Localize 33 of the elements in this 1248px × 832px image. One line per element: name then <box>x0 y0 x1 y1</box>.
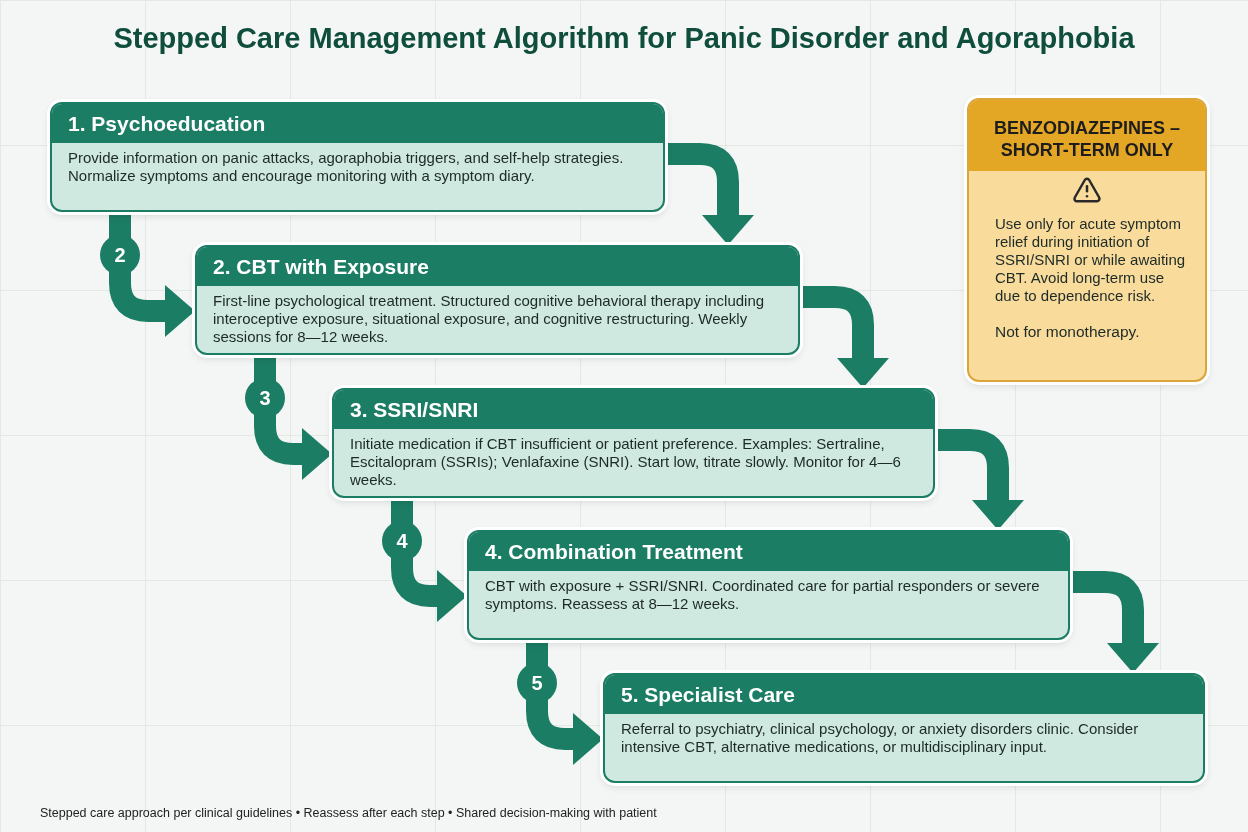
step-box <box>332 388 935 498</box>
step-number-badge: 4 <box>382 521 422 561</box>
diagram-title: Stepped Care Management Algorithm for Panic Disorder and Agoraphobia <box>112 22 1136 55</box>
step-number-badge: 5 <box>517 663 557 703</box>
step-number-badge: 2 <box>100 235 140 275</box>
step-arrow <box>935 429 1024 530</box>
step-arrow <box>1070 571 1159 673</box>
step-arrow <box>665 143 754 245</box>
step-arrow <box>254 355 332 480</box>
step-heading: 4. Combination Treatment <box>469 532 1068 572</box>
step-description: Use only for acute symptom relief during initiation of SSRI/SNRI or while awaiting CBT. Avoid long-term use due to dependence risk. <box>994 215 1187 306</box>
step-arrow <box>526 640 603 765</box>
footer-note: Stepped care approach per clinical guidelines • Reassess after each step • Shared decision-making with patient <box>40 806 657 820</box>
step-description: First-line psychological treatment. Structured cognitive behavioral therapy including interoceptive exposure, situational exposure, and cognitive restructuring. Weekly sessions for 8—12 weeks. <box>212 291 766 347</box>
step-heading: 2. CBT with Exposure <box>197 247 798 287</box>
step-description: Initiate medication if CBT insufficient or patient preference. Examples: Sertraline, Escitalopram (SSRIs); Venlafaxine (SNRI). Start low, titrate slowly. Monitor for 4—6 weeks. <box>349 434 902 490</box>
step-heading: 1. Psychoeducation <box>52 104 663 144</box>
step-arrow <box>800 286 889 388</box>
step-description: CBT with exposure + SSRI/SNRI. Coordinated care for partial responders or severe symptoms. Reassess at 8—12 weeks. <box>484 576 1041 614</box>
step-heading: 5. Specialist Care <box>605 675 1203 715</box>
step-heading: 3. SSRI/SNRI <box>334 390 933 430</box>
step-box <box>467 530 1070 640</box>
step-box <box>603 673 1205 783</box>
step-heading: BENZODIAZEPINES – SHORT-TERM ONLY <box>969 100 1205 172</box>
warning-card <box>967 98 1207 382</box>
step-arrow <box>391 498 467 622</box>
step-box <box>195 245 800 355</box>
step-box <box>50 102 665 212</box>
step-description: Referral to psychiatry, clinical psychology, or anxiety disorders clinic. Consider intensive CBT, alternative medications, or multidisciplinary input. <box>620 719 1140 757</box>
step-number-badge: 3 <box>245 378 285 418</box>
warning-note: Not for monotherapy. <box>994 323 1141 342</box>
step-description: Provide information on panic attacks, agoraphobia triggers, and self-help strategies. Normalize symptoms and encourage monitoring with a symptom diary. <box>67 148 625 186</box>
step-arrow <box>109 212 195 337</box>
